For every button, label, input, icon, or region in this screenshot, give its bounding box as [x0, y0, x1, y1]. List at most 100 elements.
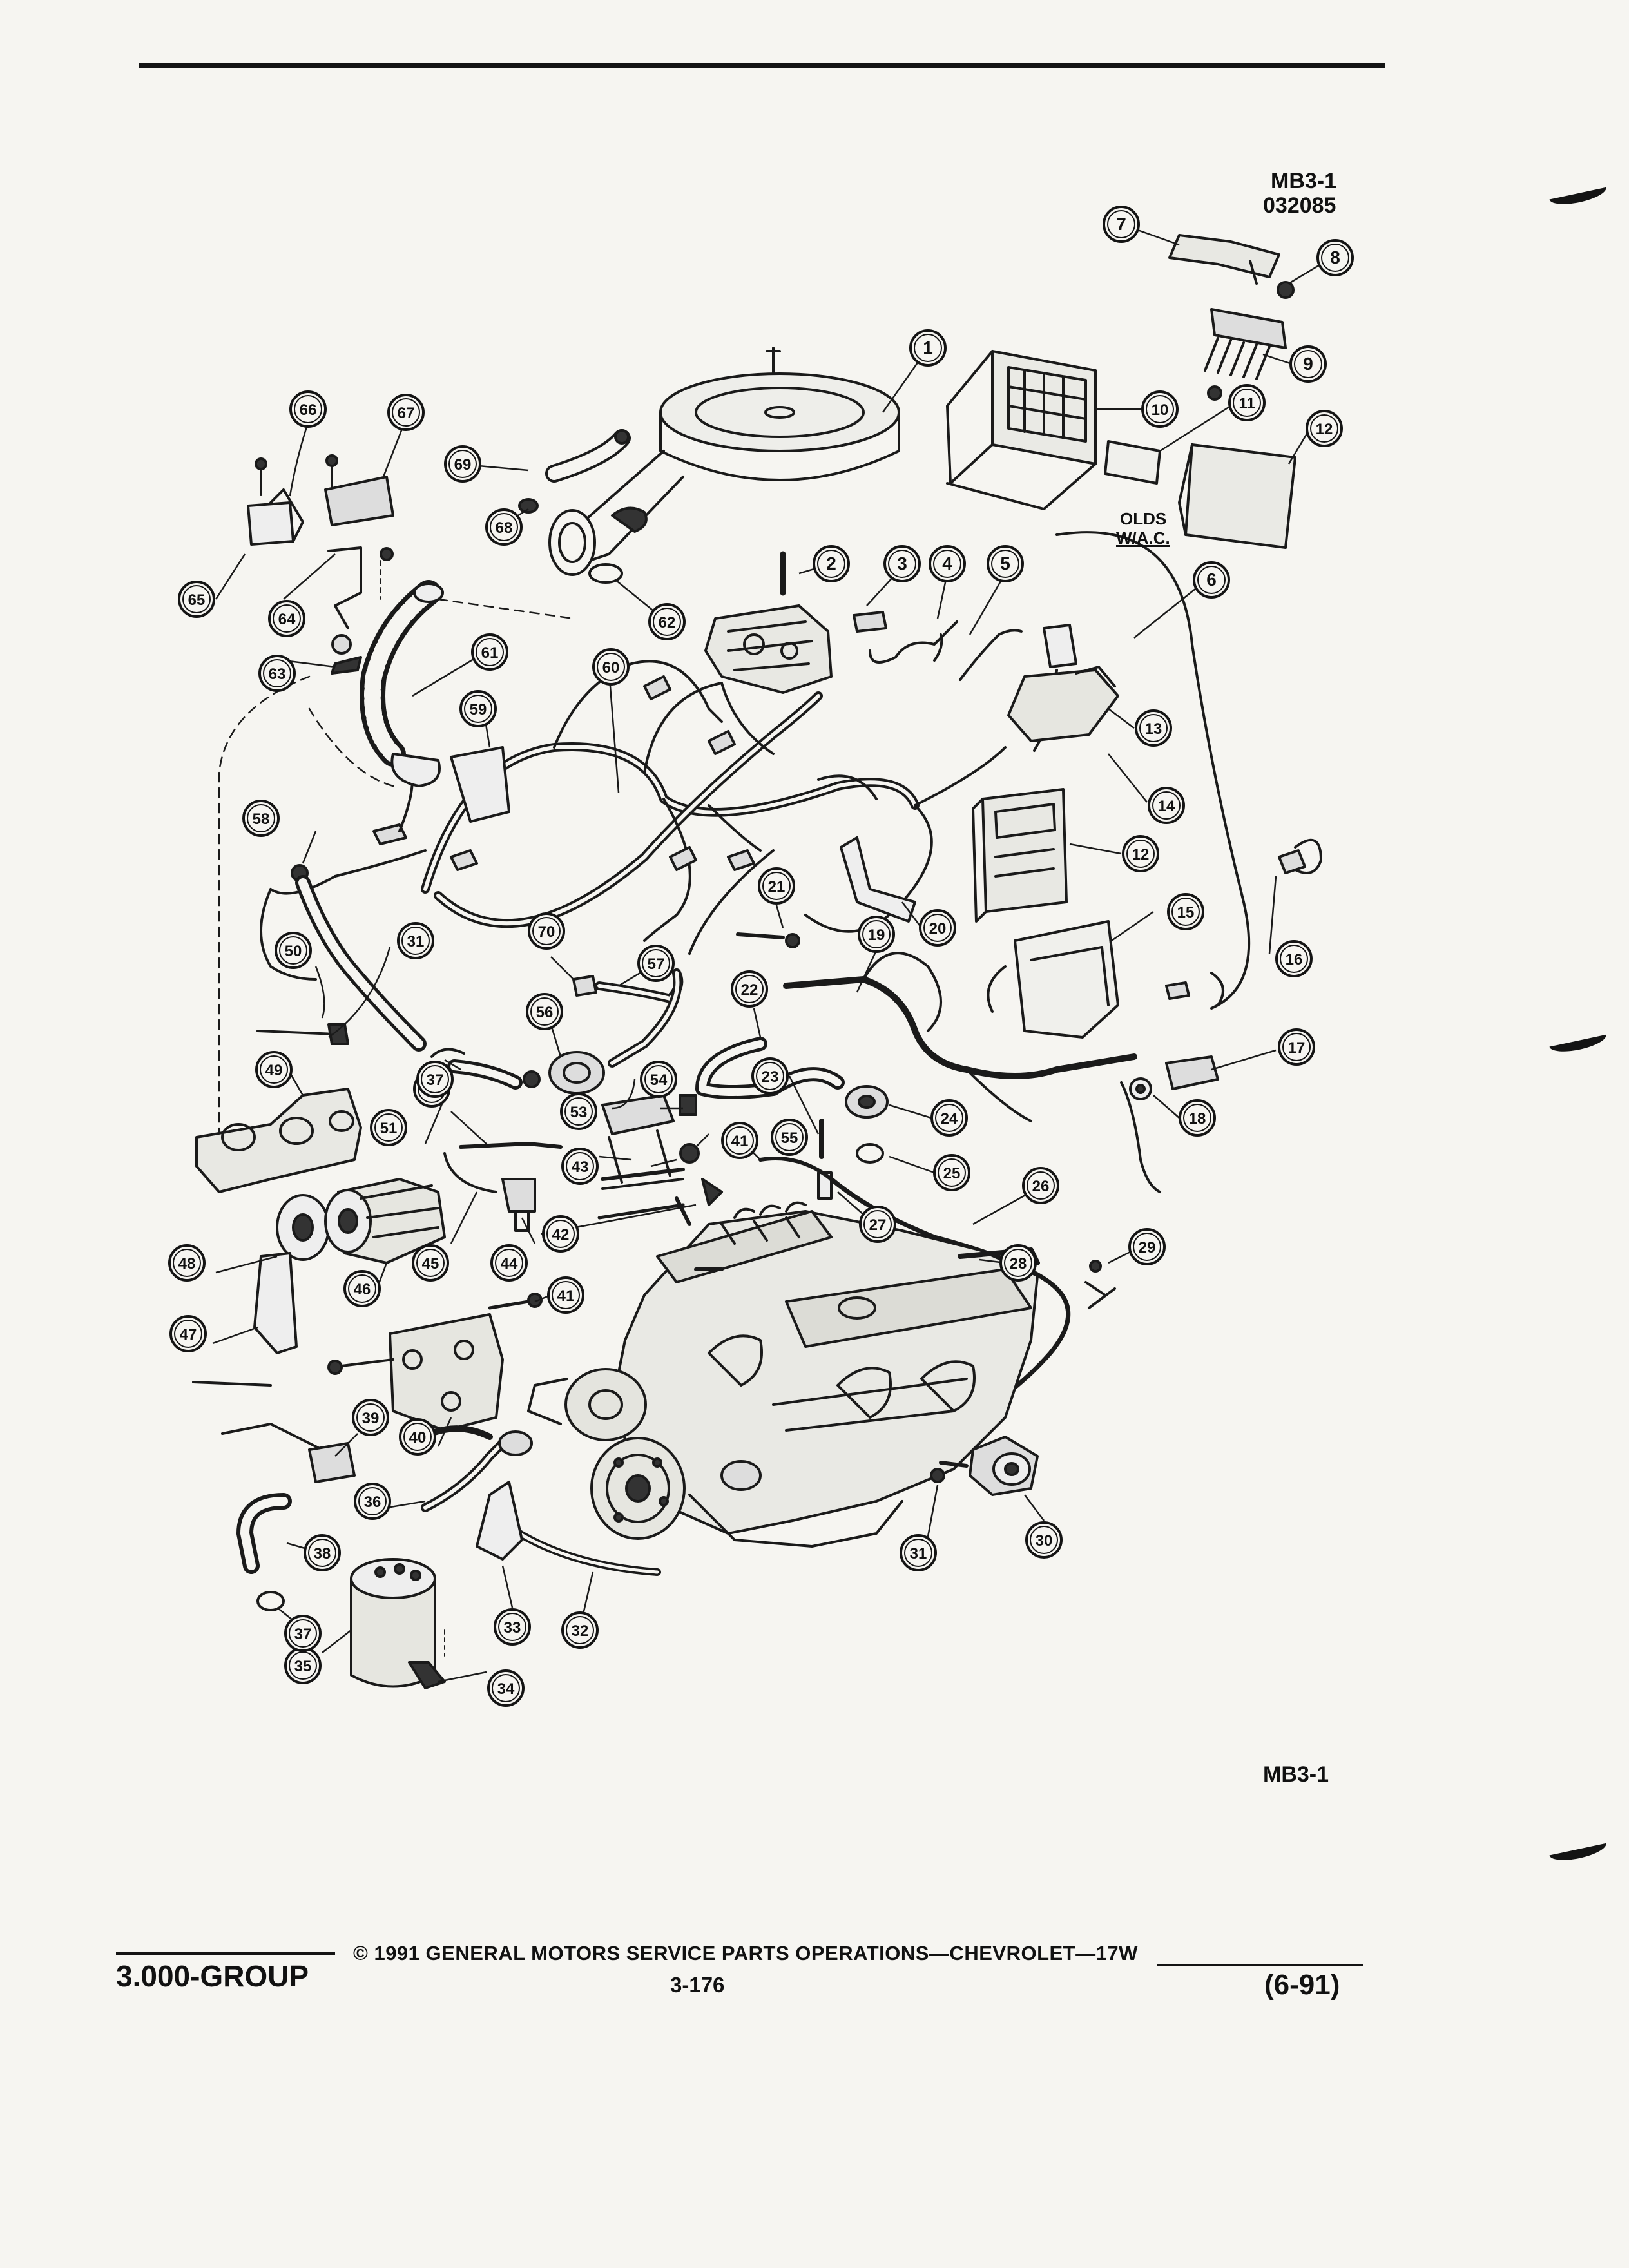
callout-label: 40 [409, 1429, 427, 1446]
callout-48: 48 [168, 1244, 206, 1282]
callout-22: 22 [731, 970, 768, 1008]
callout-label: 59 [470, 701, 487, 718]
callout-3: 3 [883, 545, 921, 582]
callout-60: 60 [592, 648, 630, 686]
callout-53: 53 [560, 1093, 597, 1130]
callout-7: 7 [1103, 206, 1140, 243]
callout-38: 38 [304, 1534, 341, 1571]
callout-12: 12 [1122, 835, 1159, 872]
callout-51: 51 [370, 1109, 407, 1146]
callout-37: 37 [284, 1615, 322, 1652]
callout-41: 41 [721, 1122, 758, 1159]
callout-label: 9 [1303, 354, 1313, 374]
callout-23: 23 [751, 1057, 789, 1095]
callout-42: 42 [542, 1215, 579, 1253]
callout-18: 18 [1179, 1099, 1216, 1137]
callout-65: 65 [178, 581, 215, 618]
callout-28: 28 [999, 1244, 1037, 1282]
callout-29: 29 [1128, 1228, 1166, 1265]
callout-69: 69 [444, 445, 481, 483]
callout-label: 55 [781, 1129, 798, 1147]
callout-13: 13 [1135, 709, 1172, 747]
callout-label: 34 [497, 1680, 515, 1698]
callout-label: 13 [1145, 720, 1162, 738]
callout-16: 16 [1275, 940, 1313, 977]
callout-label: 37 [427, 1072, 444, 1089]
callout-2: 2 [813, 545, 850, 582]
callout-label: 8 [1330, 247, 1340, 267]
bottom-diagram-code: MB3-1 [1263, 1762, 1329, 1787]
callout-58: 58 [242, 800, 280, 837]
callout-label: 51 [380, 1120, 398, 1137]
callout-label: 30 [1036, 1532, 1053, 1550]
callout-31: 31 [900, 1534, 937, 1571]
housing-part [969, 1436, 1039, 1496]
callout-label: 7 [1116, 214, 1126, 234]
callout-33: 33 [494, 1608, 531, 1646]
callout-34: 34 [487, 1669, 525, 1707]
callout-47: 47 [169, 1315, 207, 1352]
callout-label: 48 [178, 1255, 196, 1273]
callout-1: 1 [909, 329, 947, 367]
callout-57: 57 [637, 945, 675, 982]
ecm-part [972, 788, 1068, 923]
callout-45: 45 [412, 1244, 449, 1282]
callout-label: 6 [1206, 570, 1217, 590]
callout-label: 1 [923, 338, 933, 358]
callout-62: 62 [648, 603, 686, 640]
callout-55: 55 [771, 1119, 808, 1156]
callout-19: 19 [858, 916, 895, 953]
callout-30: 30 [1025, 1521, 1063, 1559]
callout-label: 64 [278, 611, 296, 628]
footer-copyright: © 1991 GENERAL MOTORS SERVICE PARTS OPER… [353, 1942, 1138, 1965]
callout-label: 19 [868, 927, 885, 944]
callout-40: 40 [399, 1418, 436, 1456]
callout-63: 63 [258, 655, 296, 692]
callout-label: 14 [1158, 798, 1175, 815]
callout-label: 26 [1032, 1178, 1050, 1195]
callout-70: 70 [528, 912, 565, 950]
callout-label: 41 [731, 1133, 749, 1150]
callout-label: 67 [398, 405, 415, 422]
callout-label: 24 [941, 1110, 958, 1128]
callout-36: 36 [354, 1483, 391, 1520]
callout-9: 9 [1289, 345, 1327, 383]
callout-label: 20 [929, 920, 947, 937]
callout-6: 6 [1193, 561, 1230, 599]
callout-label: 3 [897, 553, 907, 573]
callout-label: 5 [1000, 553, 1010, 573]
callout-label: 57 [648, 956, 665, 973]
callout-label: 43 [572, 1158, 589, 1176]
callout-label: 54 [650, 1072, 668, 1089]
callout-label: 58 [253, 811, 270, 828]
callout-label: 25 [943, 1165, 961, 1182]
callout-8: 8 [1316, 239, 1354, 276]
callout-label: 10 [1152, 401, 1169, 419]
callout-68: 68 [485, 508, 523, 546]
callout-label: 35 [294, 1658, 312, 1675]
callout-26: 26 [1022, 1167, 1059, 1204]
callout-label: 56 [536, 1004, 554, 1021]
callout-label: 2 [826, 553, 836, 573]
callout-50: 50 [275, 932, 312, 969]
mounting-bracket-49 [195, 1088, 362, 1193]
diagram-ref-code: MB3-1 [1271, 169, 1337, 193]
callout-49: 49 [255, 1051, 293, 1088]
callout-label: 16 [1286, 951, 1303, 968]
callout-54: 54 [640, 1061, 677, 1098]
callout-41: 41 [547, 1276, 584, 1314]
callout-43: 43 [561, 1148, 599, 1185]
callout-label: 31 [407, 933, 425, 950]
compressor-part [324, 1178, 446, 1264]
callout-label: 53 [570, 1104, 588, 1121]
callout-67: 67 [387, 394, 425, 431]
callout-label: 15 [1177, 904, 1195, 921]
callout-25: 25 [933, 1154, 970, 1191]
footer-rule-left [116, 1952, 335, 1955]
callout-label: 29 [1139, 1239, 1156, 1256]
callout-label: 45 [422, 1255, 439, 1273]
callout-37: 37 [416, 1061, 454, 1098]
callout-label: 33 [504, 1619, 521, 1637]
